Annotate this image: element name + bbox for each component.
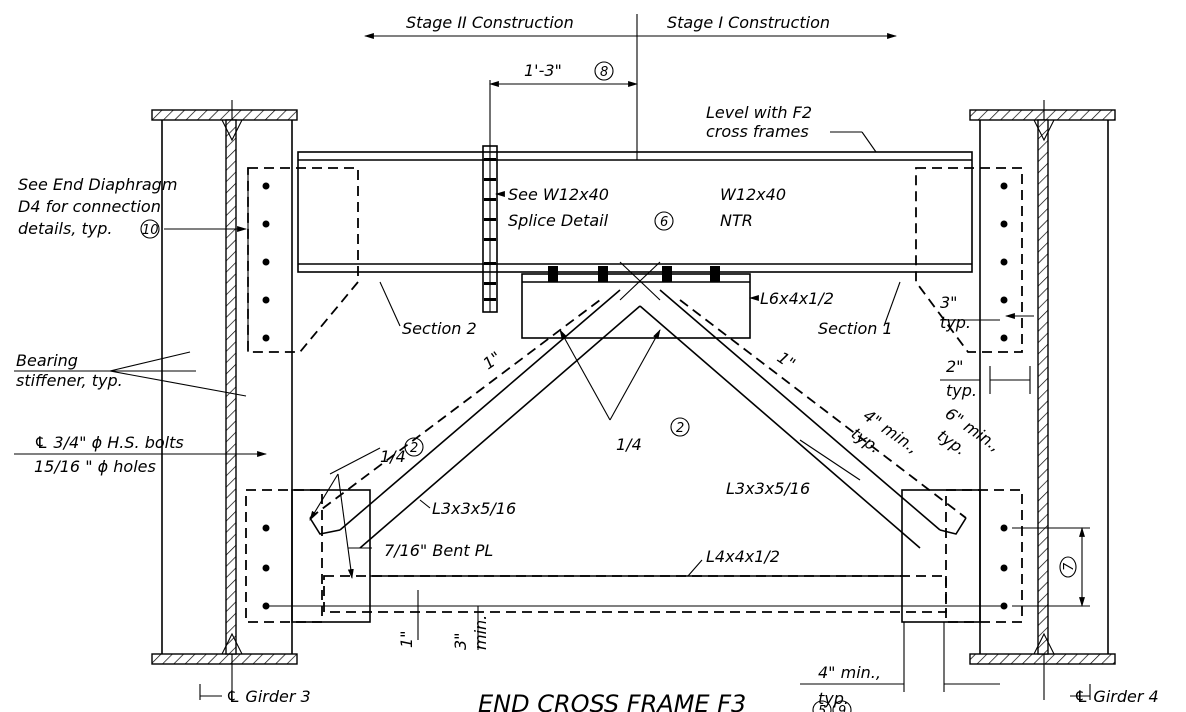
beam-size-label: W12x40 xyxy=(720,185,786,204)
girder-left xyxy=(151,100,298,700)
bolts-label-1: ℄ 3/4" ϕ H.S. bolts xyxy=(34,433,184,452)
girder-right xyxy=(969,100,1116,700)
splice-plate xyxy=(482,145,498,313)
weld-note-left-text: 2 xyxy=(410,441,418,456)
note-7-circle xyxy=(1059,556,1077,578)
splice-offset-dimension: 1'-3" 8 xyxy=(489,61,638,150)
beam-ntr-label: NTR xyxy=(720,211,753,230)
two-in-typ-2: typ. xyxy=(946,381,977,400)
three-in-typ-2: typ. xyxy=(940,313,971,332)
stage-ii-label: Stage II Construction xyxy=(406,13,574,32)
bolts-label-2: 15/16 " ϕ holes xyxy=(34,457,156,476)
title-note-b-text: 9 xyxy=(838,704,846,712)
note-7-dimension: 7 xyxy=(1012,527,1090,607)
title-note-a-text: 5 xyxy=(818,704,826,712)
three-min-label-2: min. xyxy=(471,615,490,650)
one-in-left-label: 1" xyxy=(479,348,504,374)
weld-note-center-circle xyxy=(670,417,690,437)
four-min-bottom-2: typ. xyxy=(818,689,849,708)
girder-3-label: ℄ Girder 3 xyxy=(226,687,311,706)
top-beam xyxy=(297,151,973,273)
one-in-bottom-label: 1" xyxy=(397,630,416,648)
three-in-typ-1: 3" xyxy=(940,293,958,312)
splice-offset-label: 1'-3" xyxy=(524,61,562,80)
angle-top-label: L6x4x1/2 xyxy=(760,289,834,308)
weld-quarter-center: 1/4 xyxy=(616,435,642,454)
see-splice-2: Splice Detail xyxy=(508,211,609,230)
diag-left-label: L3x3x5/16 xyxy=(432,499,516,518)
note-6-circle xyxy=(654,211,674,231)
drawing-title: END CROSS FRAME F3 xyxy=(478,690,746,712)
title-block: END CROSS FRAME F3 5 9 xyxy=(478,690,852,712)
title-note-b-circle xyxy=(832,700,852,712)
see-end-diaphragm-1: See End Diaphragm xyxy=(18,175,177,194)
bearing-label-2: stiffener, typ. xyxy=(16,371,123,390)
diagonal-right xyxy=(639,289,967,549)
bottom-angle-label: L4x4x1/2 xyxy=(706,547,780,566)
left-bottom-plate xyxy=(245,489,371,623)
section-1-label: Section 1 xyxy=(818,319,893,338)
top-center-angle xyxy=(521,261,751,339)
see-end-diaphragm-2: D4 for connection xyxy=(18,197,161,216)
stage-dimension: Stage II Construction Stage I Constructi… xyxy=(364,13,897,160)
right-top-connection xyxy=(915,167,1023,353)
one-in-right-label: 1" xyxy=(774,348,799,374)
right-bottom-plate xyxy=(901,489,1023,623)
four-min-bottom-1: 4" min., xyxy=(818,663,881,682)
note-7-text: 7 xyxy=(1062,562,1077,571)
diagonal-left xyxy=(309,289,641,549)
stage-i-label: Stage I Construction xyxy=(667,13,830,32)
girder-4-label: ℄ Girder 4 xyxy=(1074,687,1159,706)
weld-note-left-circle xyxy=(404,437,424,457)
diag-right-label: L3x3x5/16 xyxy=(726,479,810,498)
note-10-text: 10 xyxy=(142,223,159,238)
note-8-text: 8 xyxy=(600,65,608,80)
level-with-label-1: Level with F2 xyxy=(706,103,812,122)
right-small-dims xyxy=(940,313,1034,394)
two-in-typ-1: 2" xyxy=(946,357,964,376)
note-10-circle xyxy=(140,219,160,239)
bearing-label-1: Bearing xyxy=(16,351,78,370)
bottom-angle xyxy=(266,575,1004,613)
three-min-label-1: 3" xyxy=(451,632,470,650)
note-8-circle xyxy=(594,61,614,81)
bottom-dims xyxy=(417,590,1000,692)
title-note-a-circle xyxy=(812,700,832,712)
see-end-diaphragm-3: details, typ. xyxy=(18,219,112,238)
left-top-connection xyxy=(247,167,359,353)
weld-quarter-left: 1/4 xyxy=(380,447,406,466)
splice-bolts xyxy=(484,158,496,301)
note-6-text: 6 xyxy=(660,215,668,230)
leaders xyxy=(14,131,1091,700)
level-with-label-2: cross frames xyxy=(706,122,809,141)
bent-plate-label: 7/16" Bent PL xyxy=(384,541,493,560)
weld-note-center-text: 2 xyxy=(676,421,684,436)
section-2-label: Section 2 xyxy=(402,319,477,338)
see-splice-1: See W12x40 xyxy=(508,185,609,204)
